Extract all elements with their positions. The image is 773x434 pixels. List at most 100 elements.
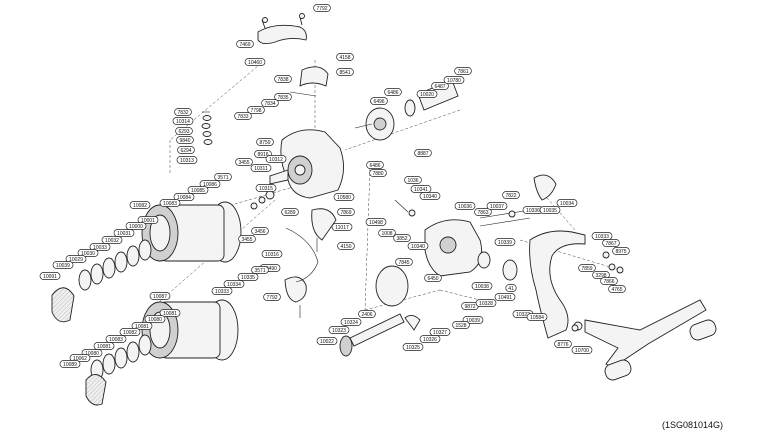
part-label-pill bbox=[174, 108, 192, 116]
part-number-text: 10034 bbox=[560, 201, 574, 207]
part-label-pill bbox=[59, 360, 81, 368]
part-label-pill bbox=[187, 186, 209, 194]
part-label-pill bbox=[274, 75, 292, 83]
part-label-pill bbox=[554, 340, 572, 348]
part-number-text: 6450 bbox=[427, 276, 438, 282]
small-hardware bbox=[201, 97, 624, 332]
part-label: 10335 bbox=[237, 273, 259, 281]
part-label-pill bbox=[255, 184, 277, 192]
part-label: 9840 bbox=[176, 136, 194, 144]
part-label: 7798 bbox=[247, 106, 265, 114]
part-label-pill bbox=[474, 208, 492, 216]
part-label-pill bbox=[176, 136, 194, 144]
pinion-gear-assembly bbox=[339, 313, 421, 357]
part-label-pill bbox=[471, 282, 493, 290]
part-label-pill bbox=[602, 239, 620, 247]
part-label: 10083 bbox=[105, 335, 127, 343]
part-number-text: 3852 bbox=[396, 236, 407, 242]
part-label: 7845 bbox=[395, 258, 413, 266]
part-label-pill bbox=[337, 208, 355, 216]
part-label-pill bbox=[404, 176, 422, 184]
part-label-pill bbox=[452, 321, 470, 329]
part-label-pill bbox=[77, 249, 99, 257]
part-label: 10033 bbox=[89, 243, 111, 251]
part-label: 6289 bbox=[281, 208, 299, 216]
part-number-text: 41 bbox=[508, 286, 514, 292]
part-label: 7859 bbox=[578, 264, 596, 272]
part-label-pill bbox=[431, 82, 449, 90]
part-number-text: 10491 bbox=[498, 295, 512, 301]
part-number-text: 10336 bbox=[526, 208, 540, 214]
part-label-pill bbox=[454, 202, 476, 210]
part-label: 10460 bbox=[244, 58, 266, 66]
part-label: 1528 bbox=[452, 321, 470, 329]
part-label-pill bbox=[172, 117, 194, 125]
part-label: 2406 bbox=[358, 310, 376, 318]
part-label: 10035 bbox=[539, 206, 561, 214]
part-label-pill bbox=[414, 149, 432, 157]
part-label-pill bbox=[526, 313, 548, 321]
part-label: 7835 bbox=[274, 93, 292, 101]
part-number-text: 10325 bbox=[406, 345, 420, 351]
part-label-pill bbox=[340, 318, 362, 326]
part-label: 6496 bbox=[370, 97, 388, 105]
part-label: 1008 bbox=[378, 229, 396, 237]
part-label: 8759 bbox=[256, 138, 274, 146]
part-label: 10580 bbox=[333, 193, 355, 201]
part-label-pill bbox=[119, 328, 141, 336]
part-label: 10084 bbox=[173, 193, 195, 201]
part-label-pill bbox=[199, 180, 221, 188]
part-label-pill bbox=[454, 67, 472, 75]
part-label-pill bbox=[337, 242, 355, 250]
part-number-text: 4158 bbox=[339, 55, 350, 61]
part-label-pill bbox=[175, 127, 193, 135]
part-label-pill bbox=[113, 229, 135, 237]
part-label: 10326 bbox=[419, 335, 441, 343]
part-number-text: 3571 bbox=[217, 175, 228, 181]
part-number-text: 10083 bbox=[163, 201, 177, 207]
part-label: 10584 bbox=[526, 313, 548, 321]
part-number-text: 10062 bbox=[73, 356, 87, 362]
part-number-text: 10081 bbox=[135, 324, 149, 330]
part-label: 8541 bbox=[336, 68, 354, 76]
part-label-pill bbox=[336, 53, 354, 61]
part-number-text: 10335 bbox=[241, 275, 255, 281]
part-number-text: 2406 bbox=[361, 312, 372, 318]
part-label: 8975 bbox=[612, 247, 630, 255]
part-number-text: 3456 bbox=[254, 229, 265, 235]
part-label-pill bbox=[176, 156, 198, 164]
part-number-text: 6486 bbox=[369, 163, 380, 169]
part-label-pill bbox=[235, 158, 253, 166]
part-label: 10082 bbox=[129, 201, 151, 209]
part-label-pill bbox=[393, 234, 411, 242]
part-label-pill bbox=[502, 191, 520, 199]
part-label: 10336 bbox=[522, 206, 544, 214]
part-number-text: 7835 bbox=[277, 95, 288, 101]
part-number-text: 10584 bbox=[530, 315, 544, 321]
part-number-text: 6293 bbox=[178, 129, 189, 135]
part-label-pill bbox=[281, 208, 299, 216]
part-label: 7833 bbox=[234, 112, 252, 120]
bail-arm-bracket bbox=[289, 66, 329, 97]
part-label: 10340 bbox=[407, 242, 429, 250]
part-number-text: 7833 bbox=[237, 114, 248, 120]
part-label-pill bbox=[69, 354, 91, 362]
part-label-pill bbox=[365, 218, 387, 226]
part-label: 10038 bbox=[471, 282, 493, 290]
part-number-text: 10316 bbox=[265, 252, 279, 258]
part-label: 10780 bbox=[443, 76, 465, 84]
part-number-text: 10315 bbox=[259, 186, 273, 192]
part-label-pill bbox=[223, 280, 245, 288]
part-number-text: 10030 bbox=[81, 251, 95, 257]
part-label: 4158 bbox=[336, 53, 354, 61]
part-number-labels: 7792746910460415885417838783578347798783… bbox=[39, 4, 630, 368]
part-label-pill bbox=[424, 274, 442, 282]
part-label-pill bbox=[328, 326, 350, 334]
part-label: 6294 bbox=[177, 146, 195, 154]
part-label-pill bbox=[370, 97, 388, 105]
part-label: 10498 bbox=[365, 218, 387, 226]
part-label-pill bbox=[39, 272, 61, 280]
part-label-pill bbox=[131, 322, 153, 330]
part-number-text: 3455 bbox=[238, 160, 249, 166]
part-label: 7867 bbox=[602, 239, 620, 247]
